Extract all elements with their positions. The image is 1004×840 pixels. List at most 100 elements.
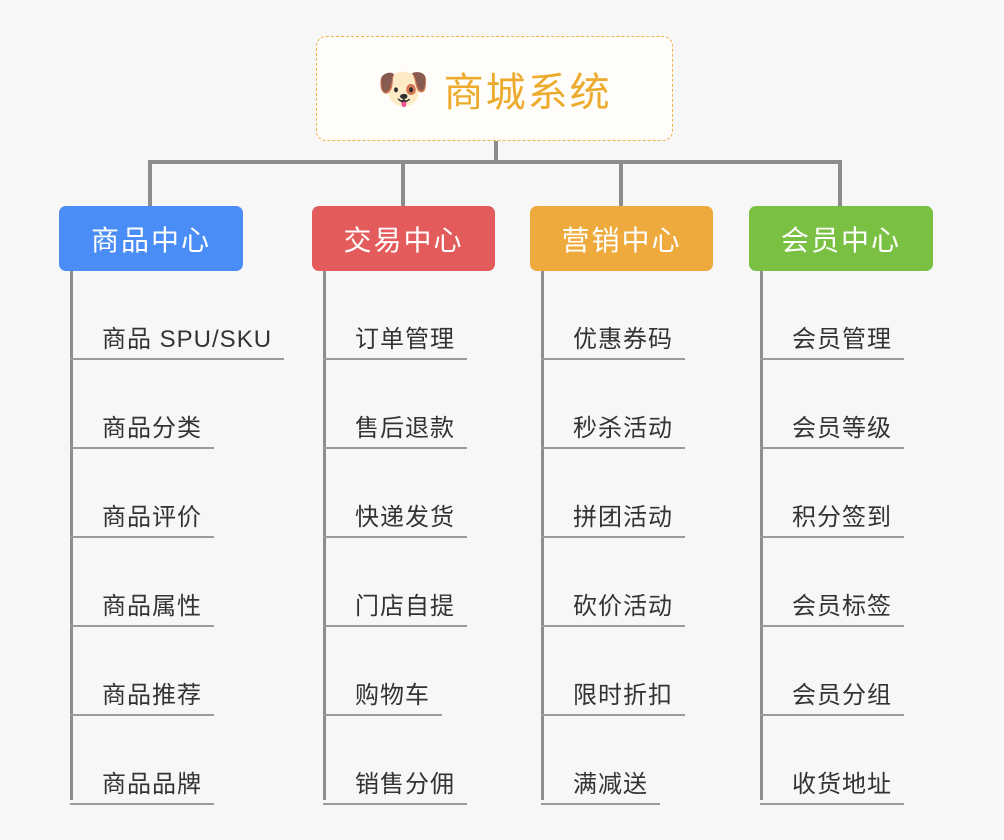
- category-column-4: 会员中心会员管理会员等级积分签到会员标签会员分组收货地址: [749, 206, 933, 805]
- leaf-item[interactable]: 商品属性: [59, 538, 243, 627]
- leaf-item[interactable]: 收货地址: [749, 716, 933, 805]
- leaf-item[interactable]: 优惠券码: [530, 271, 713, 360]
- category-header[interactable]: 交易中心: [312, 206, 495, 271]
- leaf-item-label: 会员分组: [792, 682, 892, 709]
- leaf-item-label: 门店自提: [355, 593, 455, 620]
- category-header-label: 营销中心: [561, 224, 682, 256]
- category-header-label: 商品中心: [90, 224, 211, 256]
- leaf-item[interactable]: 砍价活动: [530, 538, 713, 627]
- leaf-item-underline: [760, 803, 904, 805]
- root-node[interactable]: 🐶 商城系统: [316, 36, 673, 141]
- leaf-item[interactable]: 销售分佣: [312, 716, 495, 805]
- leaf-item[interactable]: 商品 SPU/SKU: [59, 271, 284, 360]
- leaf-item-label: 限时折扣: [573, 682, 673, 709]
- category-header[interactable]: 商品中心: [59, 206, 243, 271]
- leaf-item-underline: [760, 714, 904, 716]
- column-spine: [70, 271, 73, 800]
- leaf-list: 会员管理会员等级积分签到会员标签会员分组收货地址: [749, 271, 933, 805]
- leaf-item-label: 商品属性: [102, 593, 202, 620]
- leaf-item-label: 秒杀活动: [573, 415, 673, 442]
- leaf-item-underline: [70, 536, 214, 538]
- leaf-item-underline: [323, 803, 467, 805]
- leaf-item-label: 商品推荐: [102, 682, 202, 709]
- leaf-item-label: 会员标签: [792, 593, 892, 620]
- leaf-item-underline: [541, 625, 685, 627]
- connector-drop-1: [148, 160, 152, 208]
- root-title: 商城系统: [443, 70, 612, 115]
- connector-drop-4: [838, 160, 842, 208]
- leaf-item[interactable]: 拼团活动: [530, 449, 713, 538]
- leaf-item-label: 收货地址: [792, 771, 892, 798]
- column-spine: [541, 271, 544, 800]
- leaf-item-label: 商品分类: [102, 415, 202, 442]
- category-column-1: 商品中心商品 SPU/SKU 商品分类商品评价商品属性商品推荐商品品牌: [59, 206, 284, 805]
- leaf-item[interactable]: 会员等级: [749, 360, 933, 449]
- leaf-item-underline: [541, 536, 685, 538]
- leaf-item-label: 拼团活动: [573, 504, 673, 531]
- leaf-item-label: 销售分佣: [355, 771, 455, 798]
- leaf-item-underline: [760, 447, 904, 449]
- leaf-item-underline: [323, 358, 467, 360]
- leaf-item-underline: [323, 625, 467, 627]
- connector-horizontal-bus: [148, 160, 842, 164]
- leaf-list: 商品 SPU/SKU 商品分类商品评价商品属性商品推荐商品品牌: [59, 271, 284, 805]
- leaf-item-underline: [70, 358, 284, 360]
- leaf-item-label: 砍价活动: [573, 593, 673, 620]
- leaf-item-underline: [70, 714, 214, 716]
- leaf-item-label: 购物车: [355, 682, 430, 709]
- leaf-item-underline: [70, 803, 214, 805]
- leaf-item[interactable]: 会员标签: [749, 538, 933, 627]
- leaf-item-label: 商品评价: [102, 504, 202, 531]
- leaf-item-label: 快递发货: [355, 504, 455, 531]
- shiba-dog-face-icon: 🐶: [377, 64, 430, 112]
- leaf-item[interactable]: 限时折扣: [530, 627, 713, 716]
- leaf-item-underline: [541, 358, 685, 360]
- leaf-list: 优惠券码秒杀活动拼团活动砍价活动限时折扣满减送: [530, 271, 713, 805]
- column-spine: [323, 271, 326, 800]
- leaf-item-underline: [70, 447, 214, 449]
- leaf-item[interactable]: 商品分类: [59, 360, 243, 449]
- connector-drop-3: [619, 160, 623, 208]
- leaf-item-label: 满减送: [573, 771, 648, 798]
- leaf-item-label: 商品品牌: [102, 771, 202, 798]
- leaf-list: 订单管理售后退款快递发货门店自提购物车销售分佣: [312, 271, 495, 805]
- leaf-item[interactable]: 订单管理: [312, 271, 495, 360]
- category-column-3: 营销中心优惠券码秒杀活动拼团活动砍价活动限时折扣满减送: [530, 206, 713, 805]
- leaf-item-underline: [323, 536, 467, 538]
- leaf-item-label: 优惠券码: [573, 326, 673, 353]
- leaf-item[interactable]: 门店自提: [312, 538, 495, 627]
- leaf-item[interactable]: 商品推荐: [59, 627, 243, 716]
- leaf-item[interactable]: 商品品牌: [59, 716, 243, 805]
- leaf-item[interactable]: 商品评价: [59, 449, 243, 538]
- category-header-label: 会员中心: [780, 224, 901, 256]
- leaf-item[interactable]: 快递发货: [312, 449, 495, 538]
- leaf-item-underline: [541, 447, 685, 449]
- leaf-item-label: 会员管理: [792, 326, 892, 353]
- leaf-item[interactable]: 会员分组: [749, 627, 933, 716]
- leaf-item-underline: [70, 625, 214, 627]
- leaf-item-underline: [541, 803, 660, 805]
- connector-drop-2: [401, 160, 405, 208]
- leaf-item-label: 订单管理: [355, 326, 455, 353]
- leaf-item-label: 积分签到: [792, 504, 892, 531]
- connector-root-stem: [494, 141, 498, 164]
- category-header-label: 交易中心: [343, 224, 464, 256]
- leaf-item-underline: [760, 536, 904, 538]
- leaf-item[interactable]: 满减送: [530, 716, 713, 805]
- category-header[interactable]: 会员中心: [749, 206, 933, 271]
- leaf-item-underline: [323, 714, 442, 716]
- leaf-item-label: 售后退款: [355, 415, 455, 442]
- leaf-item-underline: [323, 447, 467, 449]
- leaf-item[interactable]: 积分签到: [749, 449, 933, 538]
- leaf-item-underline: [541, 714, 685, 716]
- leaf-item-underline: [760, 358, 904, 360]
- leaf-item[interactable]: 售后退款: [312, 360, 495, 449]
- category-header[interactable]: 营销中心: [530, 206, 713, 271]
- leaf-item[interactable]: 会员管理: [749, 271, 933, 360]
- leaf-item[interactable]: 购物车: [312, 627, 495, 716]
- leaf-item-underline: [760, 625, 904, 627]
- column-spine: [760, 271, 763, 800]
- leaf-item-label: 商品 SPU/SKU: [102, 326, 273, 353]
- category-column-2: 交易中心订单管理售后退款快递发货门店自提购物车销售分佣: [312, 206, 495, 805]
- leaf-item[interactable]: 秒杀活动: [530, 360, 713, 449]
